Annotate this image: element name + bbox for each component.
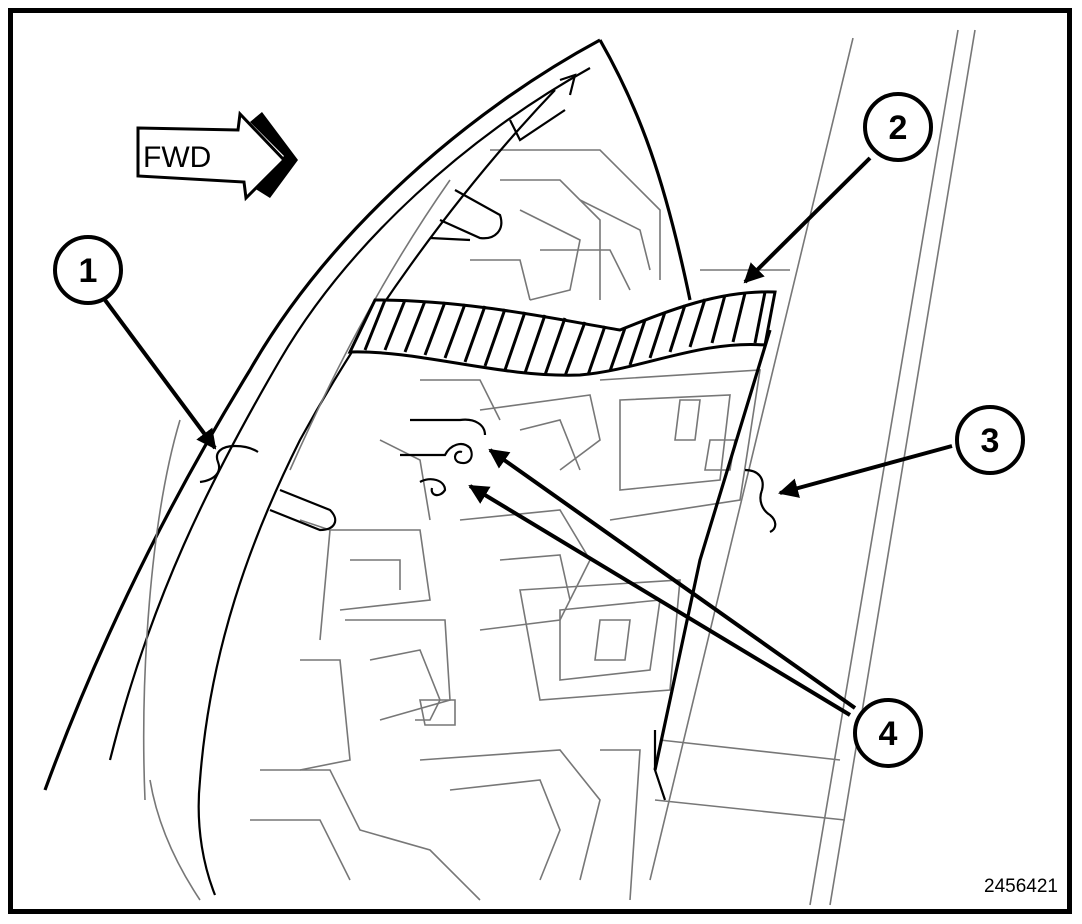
- callout-2-number: 2: [889, 109, 908, 147]
- panel-clips: [269, 73, 577, 532]
- leader-4b: [468, 484, 852, 717]
- callout-4: 4: [853, 698, 923, 768]
- clip-receptacles: [400, 418, 487, 497]
- leader-1: [103, 298, 217, 450]
- break-symbols: [199, 444, 777, 533]
- body-structure-lines: [149, 29, 976, 906]
- leader-4a: [488, 448, 857, 710]
- callout-1-number: 1: [79, 252, 98, 290]
- fwd-label: FWD: [143, 141, 211, 174]
- door-inner-mechanism: [250, 149, 761, 901]
- callout-2: 2: [863, 92, 933, 162]
- leader-arrows: [103, 156, 953, 717]
- belt-weatherstrip: [347, 290, 777, 377]
- callout-3: 3: [955, 405, 1025, 475]
- leader-2: [743, 156, 872, 284]
- door-trim-panel: [43, 38, 772, 896]
- leader-3: [778, 444, 953, 498]
- figure-id: 2456421: [984, 876, 1058, 897]
- callout-3-number: 3: [981, 422, 1000, 460]
- callout-1: 1: [53, 235, 123, 305]
- fwd-arrow: FWD: [136, 110, 298, 202]
- callout-4-number: 4: [879, 715, 898, 753]
